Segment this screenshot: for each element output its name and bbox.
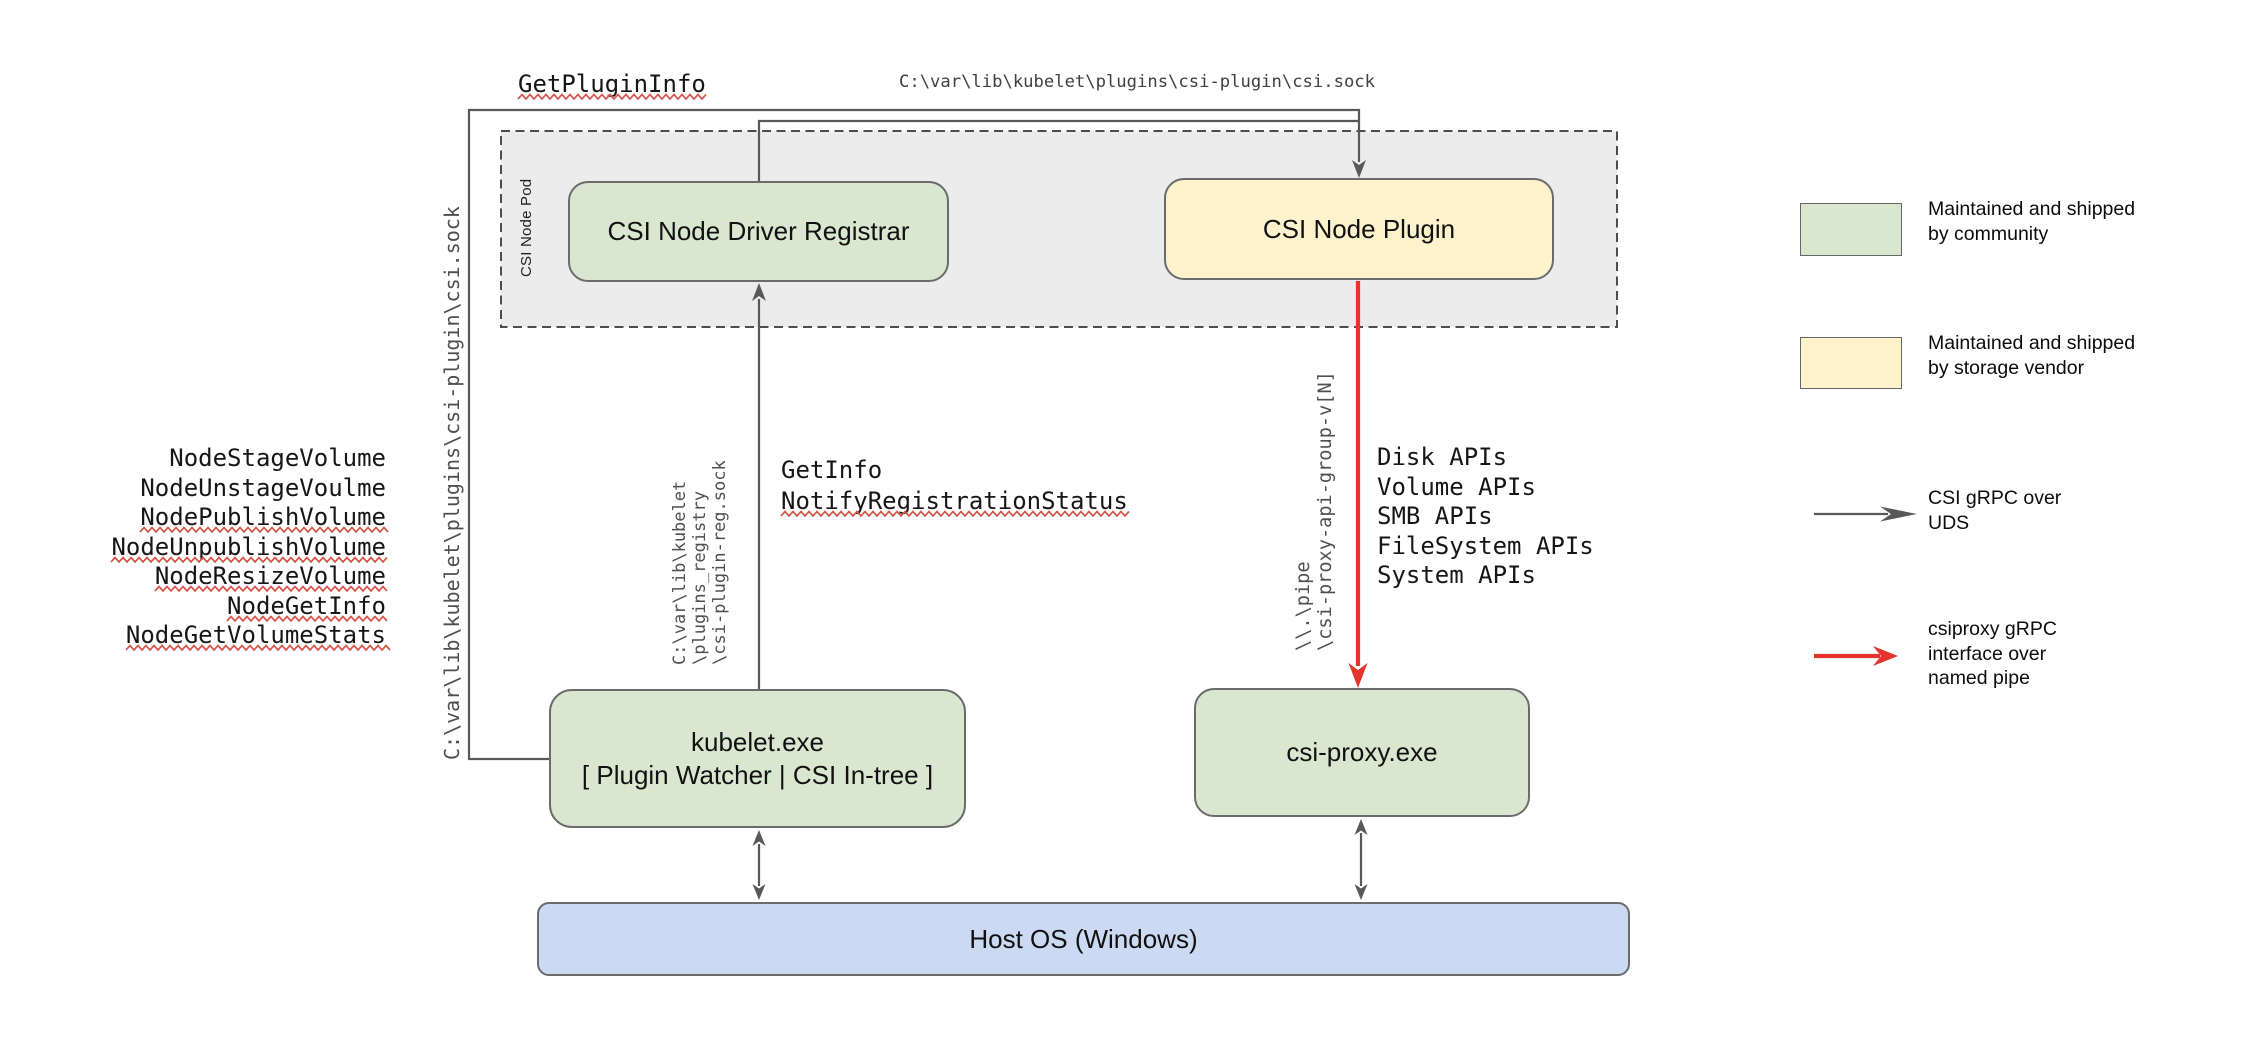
- api-call: FileSystem APIs: [1377, 531, 1594, 560]
- pipe-path-line1: \\.\pipe: [1293, 561, 1314, 651]
- arrowhead-into-registrar: [752, 283, 766, 301]
- node-call-line: NodeGetVolumeStats: [106, 621, 391, 652]
- legend-community-line1: Maintained and shipped: [1928, 198, 2136, 220]
- registry-path-line3: \csi-plugin-reg.sock: [710, 460, 730, 665]
- legend-vendor-line1: Maintained and shipped: [1928, 332, 2136, 354]
- kubelet-label-line2: [ Plugin Watcher | CSI In-tree ]: [581, 759, 934, 790]
- legend-community-line2: by community: [1928, 222, 2049, 245]
- csi-node-driver-registrar-box[interactable]: CSI Node Driver Registrar: [568, 181, 949, 282]
- kubelet-label-line1: kubelet.exe: [691, 726, 824, 757]
- arrowhead-csiproxy-down: [1354, 884, 1368, 900]
- get-plugin-info-call: GetPluginInfo: [517, 70, 707, 101]
- get-plugin-info-text: GetPluginInfo: [517, 70, 707, 101]
- registration-calls: GetInfo NotifyRegistrationStatus: [780, 455, 1130, 517]
- registration-call-line: GetInfo: [781, 455, 1128, 486]
- csi-sock-path-top: C:\var\lib\kubelet\plugins\csi-plugin\cs…: [899, 71, 1375, 92]
- api-call: SMB APIs: [1377, 502, 1493, 530]
- legend-red-arrow-head: [1873, 646, 1898, 666]
- kubelet-box[interactable]: kubelet.exe [ Plugin Watcher | CSI In-tr…: [549, 689, 966, 828]
- node-call: NodeStageVolume: [169, 444, 386, 472]
- csi-node-pod-label: CSI Node Pod: [518, 178, 535, 277]
- legend-gray-arrow-head: [1880, 506, 1917, 522]
- arrowhead-into-plugin: [1352, 160, 1366, 178]
- arrowhead-kubelet-down: [752, 884, 766, 900]
- squiggle-underline: [125, 644, 391, 652]
- node-call-line: NodeUnstageVoulme: [106, 474, 386, 504]
- api-call: System APIs: [1377, 561, 1536, 589]
- legend-uds-line1: CSI gRPC over: [1928, 487, 2062, 509]
- arrowhead-csiproxy-up: [1354, 819, 1368, 835]
- legend-uds-label: CSI gRPC over UDS: [1928, 486, 2061, 535]
- registration-call: NotifyRegistrationStatus: [780, 487, 1130, 517]
- csi-proxy-box[interactable]: csi-proxy.exe: [1194, 688, 1530, 817]
- pipe-path-line2: \csi-proxy-api-group-v[N]: [1315, 371, 1336, 651]
- squiggle-underline: [226, 614, 388, 622]
- node-call: NodeGetInfo: [226, 592, 388, 622]
- squiggle-underline: [154, 585, 388, 593]
- host-os-label: Host OS (Windows): [969, 923, 1198, 954]
- connector-registrar-to-plugin: [757, 119, 1359, 181]
- node-call: NodeGetVolumeStats: [125, 621, 391, 652]
- legend-vendor-swatch: [1800, 337, 1902, 389]
- legend-community-label: Maintained and shipped by community: [1928, 197, 2135, 246]
- node-call-line: NodePublishVolume: [106, 503, 389, 534]
- csi-node-driver-registrar-label: CSI Node Driver Registrar: [607, 216, 910, 246]
- node-call: NodePublishVolume: [139, 503, 389, 534]
- squiggle-underline: [517, 93, 707, 101]
- csi-sock-path-left: C:\var\lib\kubelet\plugins\csi-plugin\cs…: [440, 206, 464, 760]
- registry-path-label: C:\var\lib\kubelet \plugins_registry \cs…: [670, 460, 730, 665]
- csi-node-plugin-box[interactable]: CSI Node Plugin: [1164, 178, 1554, 280]
- node-call-line: NodeGetInfo: [106, 592, 388, 622]
- node-call-line: NodeResizeVolume: [106, 562, 388, 593]
- legend-vendor-line2: by storage vendor: [1928, 356, 2085, 379]
- csi-proxy-label: csi-proxy.exe: [1286, 737, 1438, 767]
- node-call-line: NodeStageVolume: [106, 444, 386, 474]
- pipe-path-label: \\.\pipe \csi-proxy-api-group-v[N]: [1293, 371, 1337, 651]
- legend-community-swatch: [1800, 203, 1902, 256]
- squiggle-underline: [139, 526, 389, 534]
- squiggle-underline: [110, 555, 389, 563]
- registry-path-line1: C:\var\lib\kubelet: [670, 480, 690, 665]
- node-call: NodeUnpublishVolume: [110, 533, 389, 563]
- csi-node-plugin-label: CSI Node Plugin: [1262, 213, 1456, 244]
- legend-uds-line2: UDS: [1928, 511, 1970, 534]
- legend-pipe-label: csiproxy gRPC interface over named pipe: [1928, 617, 2057, 691]
- node-call: NodeUnstageVoulme: [140, 473, 386, 502]
- host-os-box[interactable]: Host OS (Windows): [537, 902, 1630, 976]
- legend-vendor-label: Maintained and shipped by storage vendor: [1928, 331, 2135, 380]
- registration-call-line: NotifyRegistrationStatus: [780, 486, 1130, 517]
- squiggle-underline: [780, 509, 1130, 517]
- registration-call: GetInfo: [781, 456, 883, 484]
- node-call: NodeResizeVolume: [154, 562, 388, 593]
- arrowhead-into-csiproxy: [1348, 663, 1368, 688]
- node-call-line: NodeUnpublishVolume: [106, 533, 389, 563]
- arrowhead-kubelet-up: [752, 830, 766, 846]
- legend-pipe-line2: interface over: [1928, 642, 2047, 665]
- registry-path-line2: \plugins_registry: [690, 491, 710, 665]
- kubelet-label: kubelet.exe [ Plugin Watcher | CSI In-tr…: [582, 726, 933, 792]
- api-calls-list: Disk APIs Volume APIs SMB APIs FileSyste…: [1377, 443, 1594, 591]
- legend-pipe-line1: csiproxy gRPC: [1928, 618, 2057, 640]
- legend-pipe-line3: named pipe: [1928, 667, 2030, 690]
- node-calls-list: NodeStageVolume NodeUnstageVoulme NodePu…: [106, 444, 391, 652]
- api-call: Disk APIs: [1377, 443, 1508, 471]
- api-call: Volume APIs: [1377, 472, 1536, 501]
- connector-kubelet-to-plugin: [467, 108, 1361, 761]
- get-plugin-info-line: GetPluginInfo: [517, 70, 707, 101]
